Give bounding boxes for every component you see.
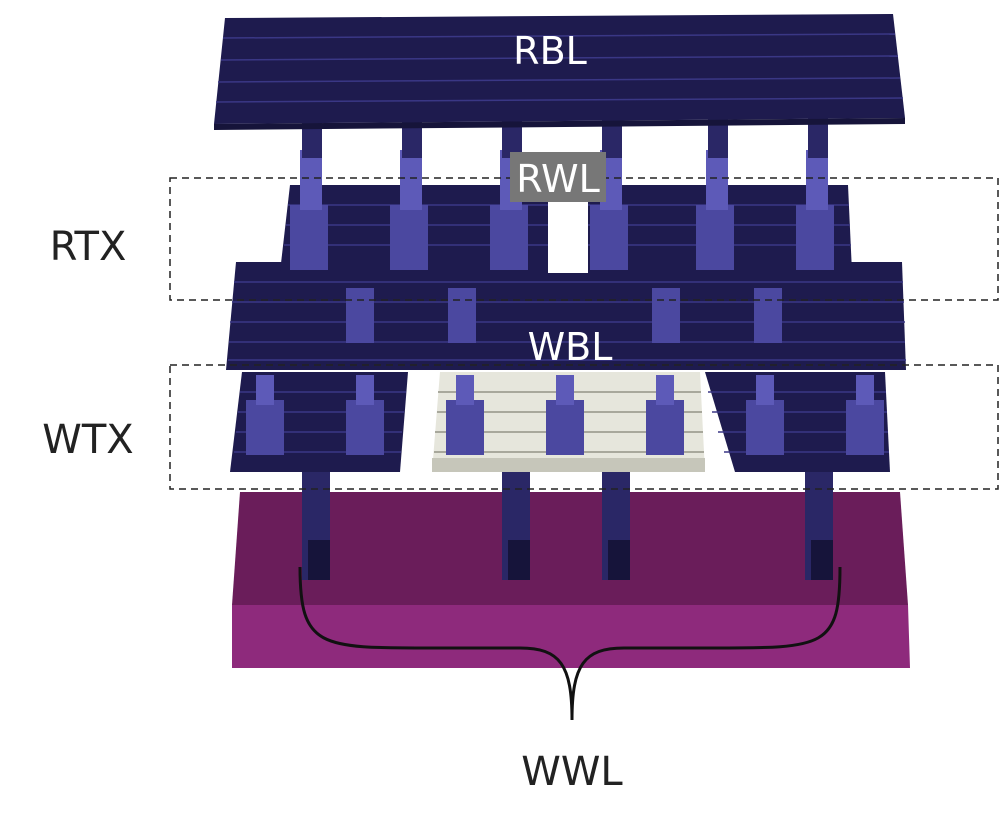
wtx-dashed-box <box>169 364 999 490</box>
substrate-block <box>232 492 910 668</box>
wwl-brace <box>298 566 842 721</box>
wbl-layer <box>226 262 906 370</box>
rwl-label: RWL <box>516 157 600 201</box>
wtx-label: WTX <box>42 417 133 463</box>
rbl-label: RBL <box>513 29 587 73</box>
rtx-layer <box>280 118 852 273</box>
rtx-label: RTX <box>50 224 127 270</box>
rwl-label-background <box>510 152 606 202</box>
rbl-layer <box>214 14 905 130</box>
wtx-layer <box>230 372 890 472</box>
wwl-label: WWL <box>521 749 623 795</box>
wbl-label: WBL <box>528 325 613 369</box>
